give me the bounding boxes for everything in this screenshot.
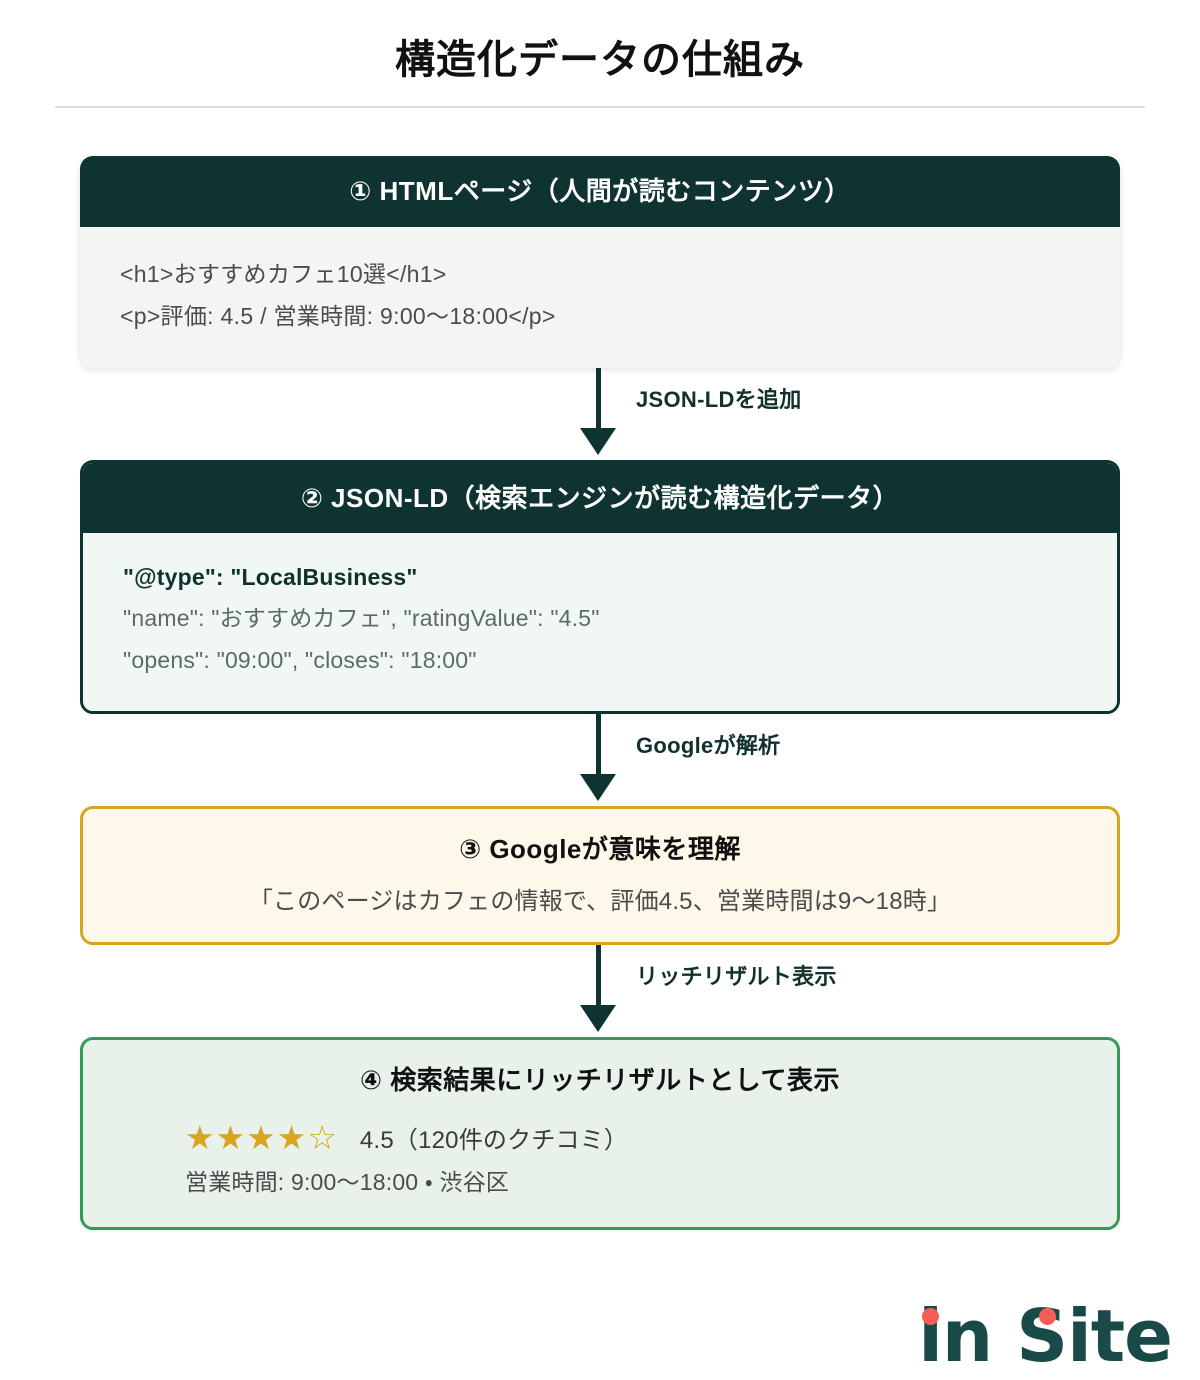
page-title: 構造化データの仕組み: [395, 38, 805, 82]
connector-2-label: Googleが解析: [636, 733, 781, 759]
logo-dot-site-icon: [1039, 1308, 1057, 1325]
connector-rich-result: リッチリザルト表示: [80, 945, 1120, 1037]
arrow-down-icon: [580, 427, 616, 455]
arrow-down-icon: [580, 1005, 616, 1033]
connector-json-ld: JSON-LDを追加: [80, 367, 1120, 460]
step-2-body: "@type": "LocalBusiness" "name": "おすすめカフ…: [83, 533, 1117, 712]
arrow-shaft-icon: [596, 945, 601, 1010]
step-card-google-understands: ③ Googleが意味を理解 「このページはカフェの情報で、評価4.5、営業時間…: [80, 806, 1120, 946]
step-3-title: ③ Googleが意味を理解: [459, 834, 741, 865]
arrow-shaft-icon: [596, 714, 601, 779]
json-line-type: "@type": "LocalBusiness": [123, 564, 418, 591]
step-1-header: ① HTMLページ（人間が読むコンテンツ）: [80, 156, 1120, 227]
code-line: <p>評価: 4.5 / 営業時間: 9:00〜18:00</p>: [120, 303, 556, 330]
step-card-rich-result: ④ 検索結果にリッチリザルトとして表示 ★★★★☆ 4.5（120件のクチコミ）…: [80, 1037, 1120, 1230]
logo-dot-in-icon: [922, 1308, 940, 1325]
rating-review-text: 4.5（120件のクチコミ）: [359, 1126, 629, 1154]
arrow-shaft-icon: [596, 367, 601, 432]
step-4-title: ④ 検索結果にリッチリザルトとして表示: [360, 1065, 840, 1096]
star-rating-icon: ★★★★☆: [185, 1118, 338, 1156]
step-3-quote: 「このページはカフェの情報で、評価4.5、営業時間は9〜18時」: [248, 888, 952, 916]
flow-diagram: ① HTMLページ（人間が読むコンテンツ） <h1>おすすめカフェ10選</h1…: [80, 108, 1120, 1230]
brand-logo-wordmark: in Site: [918, 1294, 1173, 1378]
brand-logo: in Site: [918, 1300, 1173, 1372]
arrow-down-icon: [580, 774, 616, 802]
step-2-header: ② JSON-LD（検索エンジンが読む構造化データ）: [83, 462, 1117, 534]
connector-1-label: JSON-LDを追加: [636, 386, 802, 412]
code-line: <h1>おすすめカフェ10選</h1>: [120, 260, 447, 287]
connector-google-parse: Googleが解析: [80, 714, 1120, 806]
connector-3-label: リッチリザルト表示: [636, 964, 837, 990]
title-divider: [55, 106, 1145, 108]
json-line-name: "name": "おすすめカフェ", "ratingValue": "4.5": [123, 605, 600, 632]
step-card-html-page: ① HTMLページ（人間が読むコンテンツ） <h1>おすすめカフェ10選</h1…: [80, 156, 1120, 368]
json-line-hours: "opens": "09:00", "closes": "18:00": [123, 646, 477, 673]
step-1-body: <h1>おすすめカフェ10選</h1> <p>評価: 4.5 / 営業時間: 9…: [80, 226, 1120, 368]
rating-row: ★★★★☆ 4.5（120件のクチコミ）: [123, 1120, 1077, 1155]
business-hours-text: 営業時間: 9:00〜18:00 ・ 渋谷区: [185, 1168, 510, 1195]
brand-logo-text: in Site: [918, 1300, 1173, 1372]
step-card-json-ld: ② JSON-LD（検索エンジンが読む構造化データ） "@type": "Loc…: [80, 459, 1120, 715]
